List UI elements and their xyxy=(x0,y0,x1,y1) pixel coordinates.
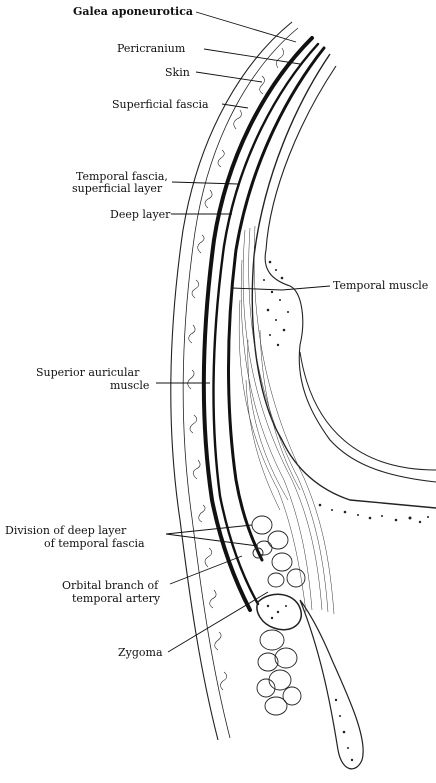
temporal-fascia-deep-layer xyxy=(229,48,325,560)
label-orbital-1: Orbital branch of xyxy=(62,579,159,592)
lower-tendon-stippling xyxy=(335,699,353,761)
label-pericranium: Pericranium xyxy=(117,42,186,55)
bone-stippling xyxy=(263,261,429,524)
label-division-1: Division of deep layer xyxy=(5,524,127,537)
label-skin: Skin xyxy=(165,66,190,79)
label-superior-auricular-1: Superior auricular xyxy=(36,366,140,379)
label-orbital-2: temporal artery xyxy=(72,592,161,605)
label-temporal-fascia-2: superficial layer xyxy=(72,182,163,195)
label-galea-aponeurotica: Galea aponeurotica xyxy=(73,5,193,18)
label-superior-auricular-2: muscle xyxy=(110,379,149,392)
label-temporal-muscle: Temporal muscle xyxy=(333,279,428,292)
skull-outer-line xyxy=(300,352,436,470)
zygoma-stippling xyxy=(267,605,287,619)
label-division-2: of temporal fascia xyxy=(44,537,145,550)
lower-tendon-outline xyxy=(300,600,363,769)
fat-lobules xyxy=(252,516,305,715)
skull-inner-line xyxy=(265,66,436,482)
label-zygoma: Zygoma xyxy=(118,646,163,659)
label-superficial-fascia: Superficial fascia xyxy=(112,98,209,111)
label-deep-layer: Deep layer xyxy=(110,208,171,221)
